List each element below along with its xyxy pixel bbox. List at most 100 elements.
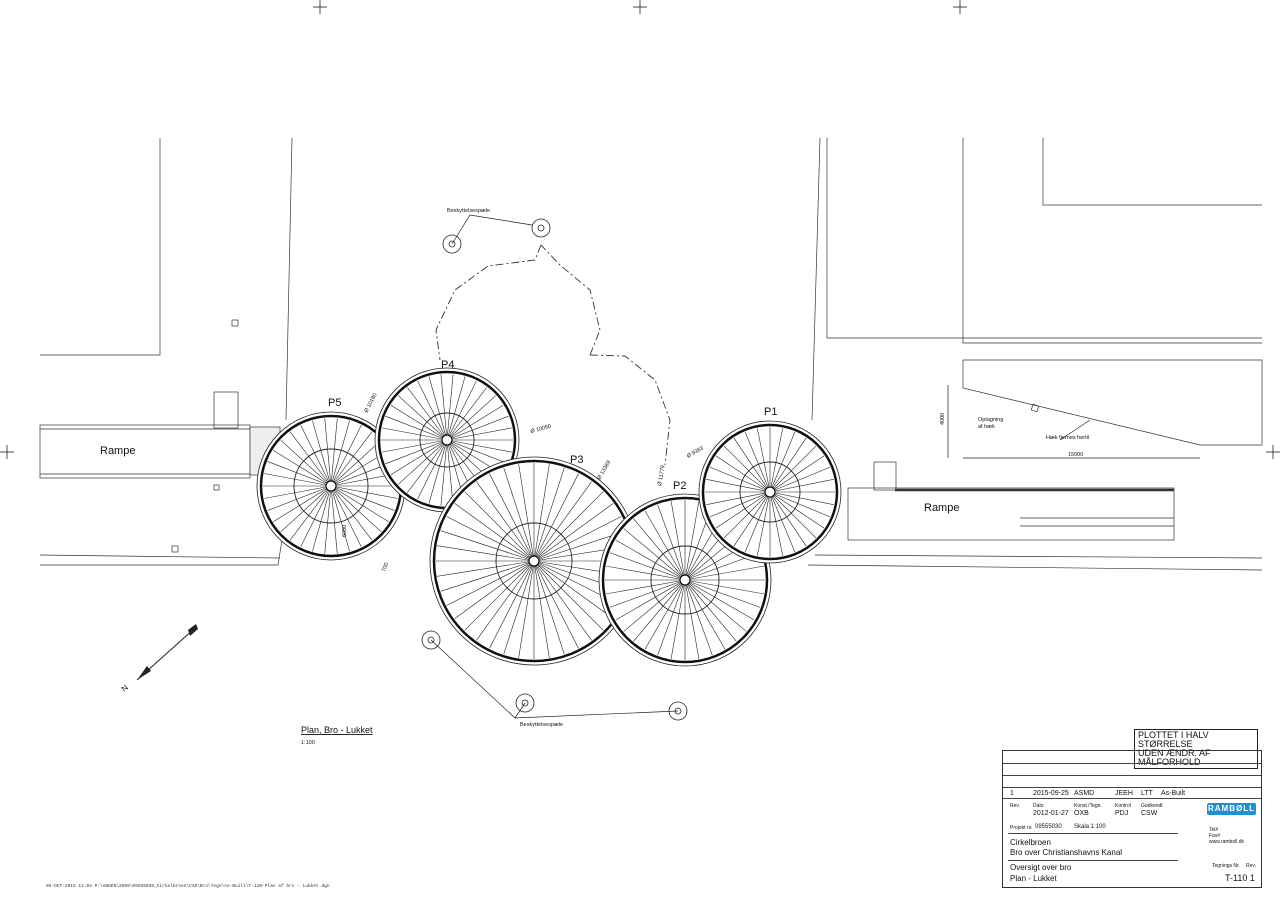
hedge-label: Hæk fjernes hertil	[1046, 435, 1089, 441]
p4-label: P4	[441, 359, 454, 371]
dia-p2: Ø 11779	[657, 465, 667, 486]
p5-spoke	[324, 485, 332, 554]
site-lines	[39, 137, 1263, 571]
ramp-right	[847, 461, 1175, 541]
p5-spoke	[289, 485, 332, 541]
p1-spoke	[709, 466, 771, 493]
p2-spoke	[684, 579, 726, 650]
p3-spoke	[533, 560, 579, 649]
p4-pylon	[441, 434, 453, 446]
p2-spoke	[623, 528, 686, 581]
p2-spoke	[609, 552, 686, 581]
p3-spoke	[489, 473, 535, 562]
rev-note: As-Built	[1161, 790, 1186, 797]
p5-spoke	[330, 418, 338, 487]
p3-spoke	[533, 560, 550, 658]
p5-spoke	[273, 449, 332, 487]
p3-spoke	[518, 560, 535, 658]
p4-spoke	[446, 405, 504, 441]
dim-15000: 15000	[1068, 452, 1083, 458]
p5-spoke	[330, 485, 338, 554]
p3-spoke	[533, 560, 614, 619]
p1-spoke	[715, 491, 771, 529]
p1-spoke	[723, 445, 771, 493]
p5-spoke	[280, 485, 332, 533]
p1-deck-edge	[701, 423, 839, 561]
p4-spoke	[428, 439, 448, 504]
p2-spoke	[606, 579, 686, 595]
p1-spoke	[733, 437, 771, 493]
stamp-line-1: PLOTTET I HALV STØRRELSE	[1138, 730, 1209, 749]
plan-title: Plan, Bro - Lukket	[301, 725, 373, 735]
p3-spoke	[533, 560, 565, 655]
p5-spoke	[330, 424, 362, 487]
val-godkendt: CSW	[1141, 810, 1158, 817]
open-position-outline	[435, 244, 671, 466]
p2-spoke	[684, 579, 737, 642]
p5-spoke	[330, 485, 389, 523]
p4-spoke	[446, 439, 512, 453]
rev-check: JEEH	[1115, 790, 1133, 797]
p5-spoke	[330, 485, 362, 548]
val-konst: OXB	[1074, 810, 1089, 817]
p2-spoke	[684, 579, 764, 595]
p4-spoke	[398, 439, 448, 485]
plan-scale: 1:100	[301, 740, 315, 746]
p3-spoke	[446, 560, 535, 606]
val-date: 2012-01-27	[1033, 810, 1069, 817]
p4-spoke	[446, 439, 454, 506]
rev-label: Rev.	[1246, 863, 1256, 869]
pile	[515, 693, 535, 713]
p2-spoke	[609, 579, 686, 608]
p1-spoke	[706, 491, 771, 505]
p5-spoke	[312, 420, 332, 487]
p5-spoke	[264, 473, 332, 487]
p4-spoke	[446, 387, 488, 441]
p2-spoke	[684, 579, 747, 632]
p5-spoke	[330, 431, 373, 487]
rev-number: 1	[1010, 790, 1014, 797]
p4-spoke	[446, 439, 509, 465]
p3-spoke	[464, 560, 535, 631]
scale: Skala 1:100	[1074, 824, 1106, 830]
north-label: N	[120, 683, 130, 694]
p3-spoke	[437, 560, 535, 577]
p2-spoke	[684, 579, 713, 656]
p3-spoke	[533, 560, 592, 641]
p5-spoke	[330, 485, 350, 552]
p3-spoke	[503, 560, 535, 655]
plot-stamp: PLOTTET I HALV STØRRELSE UDEN ÆNDR. AF M…	[1134, 729, 1258, 769]
p1-pylon	[764, 486, 776, 498]
p4-spoke	[446, 395, 496, 441]
p4-spoke	[385, 415, 448, 441]
p3-spoke	[533, 503, 614, 562]
leader-lines	[430, 214, 1200, 719]
rev-date: 2015-09-25	[1033, 790, 1069, 797]
p3-spoke	[437, 545, 535, 562]
dim-700: 700	[381, 562, 390, 573]
p4-spoke	[446, 380, 477, 441]
p2-spoke	[633, 518, 686, 581]
drawing-no-label: Tegnings Nr.	[1212, 863, 1240, 869]
p1-spoke	[723, 491, 771, 539]
dim-6000: 6000	[342, 525, 348, 537]
p5-spoke	[280, 439, 332, 487]
p5-spoke	[330, 485, 398, 499]
ramp-left-label: Rampe	[100, 445, 135, 457]
p1-spoke	[757, 491, 771, 556]
p2-pylon	[679, 574, 691, 586]
p5-spoke	[330, 485, 373, 541]
p1-spoke	[769, 437, 807, 493]
rev-approved: LTT	[1141, 790, 1153, 797]
subtitle-2: Plan - Lukket	[1010, 874, 1057, 883]
p1-spoke	[706, 479, 771, 493]
title-2: Bro over Christianshavns Kanal	[1010, 848, 1123, 857]
p4-inner-ring	[419, 412, 475, 468]
bridge-circles	[256, 367, 842, 667]
p3-spoke	[454, 503, 535, 562]
p3-spoke	[533, 481, 592, 562]
p3-spoke	[533, 473, 579, 562]
val-kontrol: PDJ	[1115, 810, 1129, 817]
p4-spoke	[385, 439, 448, 465]
ramp-right-label: Rampe	[924, 502, 959, 514]
